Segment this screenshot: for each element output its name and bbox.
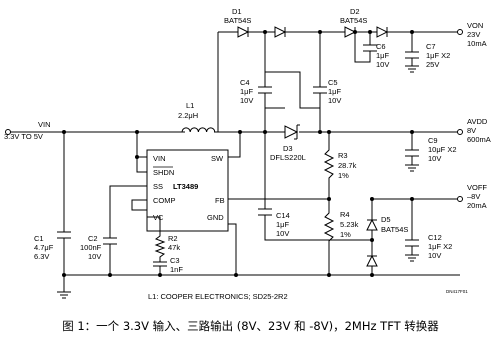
figure-caption: 图 1：一个 3.3V 输入、三路输出 (8V、23V 和 -8V)，2MHz … (62, 319, 439, 333)
l1-inductor (181, 127, 216, 133)
c3-label: C3 (170, 256, 180, 265)
c4-value: 1μF (240, 87, 253, 96)
d3-part: DFLS220L (270, 153, 306, 162)
c7-value: 1μF X2 (426, 51, 450, 60)
ic-pin-shdn: SHDN (153, 168, 174, 177)
r4-tolerance: 1% (340, 230, 351, 239)
von-label: VON (467, 21, 483, 30)
r2-value: 47k (168, 243, 180, 252)
d5-label: D5 (381, 215, 391, 224)
c1-label: C1 (34, 234, 44, 243)
d2-part: BAT54S (340, 16, 367, 25)
ic-pin-vc: VC (153, 213, 164, 222)
voff-terminal (457, 196, 463, 202)
ic-pin-comp: COMP (153, 196, 176, 205)
ic-pin-vin: VIN (153, 154, 166, 163)
c5-value: 1μF (328, 87, 341, 96)
c6-voltage: 10V (376, 60, 389, 69)
d2-diode-b (376, 26, 389, 38)
d3-diode (284, 125, 299, 139)
c7-voltage: 25V (426, 60, 439, 69)
d1-diode-b (274, 26, 287, 38)
r3-label: R3 (338, 151, 348, 160)
ic-pin-sw: SW (211, 154, 224, 163)
vc-wire (147, 216, 161, 232)
voff-current: 20mA (467, 201, 487, 210)
ic-pin-ss: SS (153, 182, 163, 191)
l1-label: L1 (186, 101, 194, 110)
d1-part: BAT54S (224, 16, 251, 25)
ic-part-number: LT3489 (173, 182, 198, 191)
d1-diode-a (237, 26, 250, 38)
vin-label: VIN (38, 120, 51, 129)
c9-label: C9 (428, 136, 438, 145)
von-voltage: 23V (467, 30, 480, 39)
c2-voltage: 10V (88, 252, 101, 261)
ic-pin-fb: FB (215, 196, 225, 205)
d1-label: D1 (232, 7, 242, 16)
sw-pin-wire (228, 132, 241, 158)
r4-resistor (323, 199, 335, 275)
c3-value: 1nF (170, 265, 183, 274)
r3-tolerance: 1% (338, 171, 349, 180)
von-current: 10mA (467, 39, 487, 48)
c9-value: 10μF X2 (428, 145, 457, 154)
c6-label: C6 (376, 42, 386, 51)
voff-voltage: –8V (467, 192, 480, 201)
r3-value: 28.7k (338, 161, 357, 170)
avdd-label: AVDD (467, 117, 488, 126)
c1-voltage: 6.3V (34, 252, 49, 261)
c12-value: 1μF X2 (428, 242, 452, 251)
d5-diode-b (366, 254, 378, 267)
lt3489-ic (146, 149, 229, 232)
c2-value: 100nF (80, 243, 102, 252)
voff-label: VOFF (467, 183, 487, 192)
c1-value: 4.7μF (34, 243, 54, 252)
vin-range: 3.3V TO 5V (4, 132, 43, 141)
r2-resistor (154, 232, 166, 260)
von-terminal (457, 29, 463, 35)
vin-terminal (5, 129, 11, 135)
c6-value: 1μF (376, 51, 389, 60)
c9-voltage: 10V (428, 154, 441, 163)
c4-voltage: 10V (240, 96, 253, 105)
ic-pin-gnd: GND (207, 213, 224, 222)
avdd-terminal (457, 129, 463, 135)
vin-pin-wire (136, 132, 147, 158)
c2-label: C2 (88, 234, 98, 243)
avdd-current: 600mA (467, 135, 491, 144)
d5-part: BAT54S (381, 225, 408, 234)
ic-gnd-wire (228, 223, 237, 275)
ss-wire (109, 185, 147, 238)
c7-label: C7 (426, 42, 436, 51)
c4-label: C4 (240, 78, 250, 87)
c14-label: C14 (276, 211, 290, 220)
c14-voltage: 10V (276, 229, 289, 238)
r3-resistor (323, 132, 335, 199)
c12-label: C12 (428, 233, 442, 242)
junction-dots (62, 30, 414, 277)
d2-diode-a (344, 26, 357, 38)
d3-label: D3 (283, 144, 293, 153)
avdd-voltage: 8V (467, 126, 476, 135)
drawing-number: DN417F01 (446, 289, 468, 294)
d2-label: D2 (350, 7, 360, 16)
r4-value: 5.23k (340, 220, 359, 229)
shdn-pin-wire (136, 157, 147, 173)
r4-label: R4 (340, 210, 350, 219)
l1-note: L1: COOPER ELECTRONICS; SD25-2R2 (148, 292, 288, 301)
l1-value: 2.2μH (178, 111, 198, 120)
c5-voltage: 10V (328, 96, 341, 105)
r2-label: R2 (168, 234, 178, 243)
c14-value: 1μF (276, 220, 289, 229)
c5-label: C5 (328, 78, 338, 87)
c12-voltage: 10V (428, 251, 441, 260)
schematic: D1 BAT54S D2 BAT54S VON 23V 10mA C6 1μF … (4, 7, 491, 301)
d5-diode-a (366, 218, 378, 231)
